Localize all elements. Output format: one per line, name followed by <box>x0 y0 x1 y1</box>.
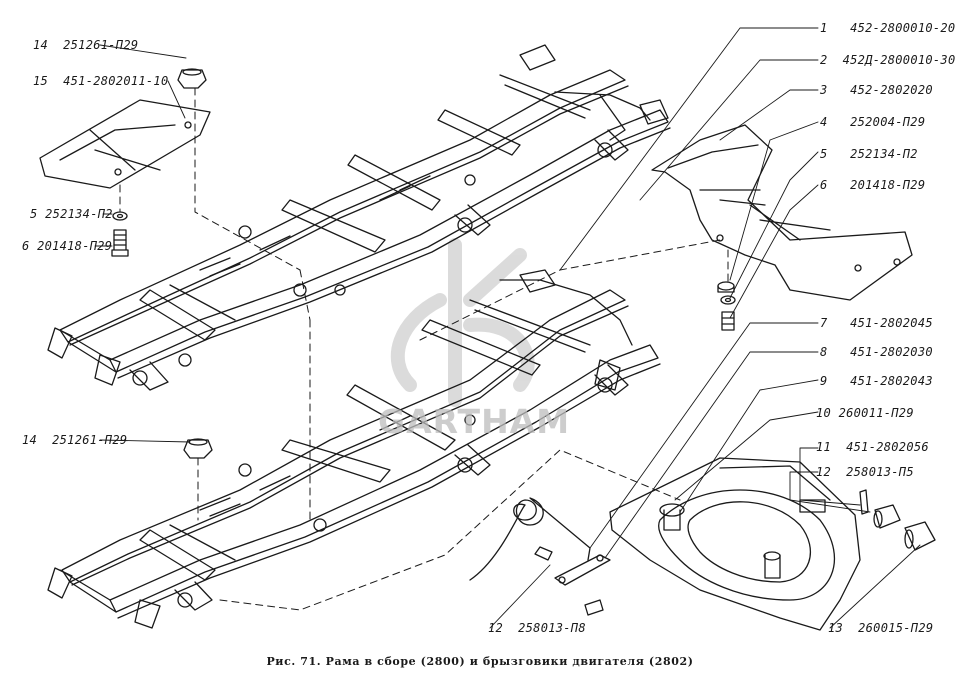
part-label-10: 10 260011-П29 <box>816 406 914 420</box>
part-label-9: 9 451-2802043 <box>820 374 933 388</box>
part-label-11: 11 451-2802056 <box>816 440 929 454</box>
part-label-7: 7 451-2802045 <box>820 316 933 330</box>
part-label-6: 6 201418-П29 <box>820 178 926 192</box>
part-label-8: 8 451-2802030 <box>820 345 933 359</box>
splash-shield-3 <box>651 124 913 331</box>
part-label-5-left: 5 252134-П2 <box>30 207 113 221</box>
leader-lines <box>94 27 921 629</box>
part-label-12-lower: 12 258013-П8 <box>488 621 586 635</box>
part-label-1: 1 452-2800010-20 <box>820 21 956 35</box>
figure-caption: Рис. 71. Рама в сборе (2800) и брызговик… <box>266 655 694 668</box>
splash-shield-15 <box>39 68 211 257</box>
part-label-14-lower: 14 251261-П29 <box>22 433 128 447</box>
part-label-14-upper: 14 251261-П29 <box>33 38 139 52</box>
part-label-2: 2 452Д-2800010-30 <box>820 53 956 67</box>
part-label-12: 12 258013-П5 <box>816 465 914 479</box>
part-label-13: 13 260015-П29 <box>828 621 934 635</box>
part-label-4: 4 252004-П29 <box>820 115 926 129</box>
part-label-5: 5 252134-П2 <box>820 147 918 161</box>
part-label-6-left: 6 201418-П29 <box>22 239 113 253</box>
part-label-3: 3 452-2802020 <box>820 83 933 97</box>
frame-upper <box>47 44 671 391</box>
part-label-15: 15 451-2802011-10 <box>33 74 169 88</box>
frame-lower <box>47 269 661 629</box>
splash-shield-13 <box>469 457 936 631</box>
watermark-text: GARTHAM <box>378 402 571 441</box>
